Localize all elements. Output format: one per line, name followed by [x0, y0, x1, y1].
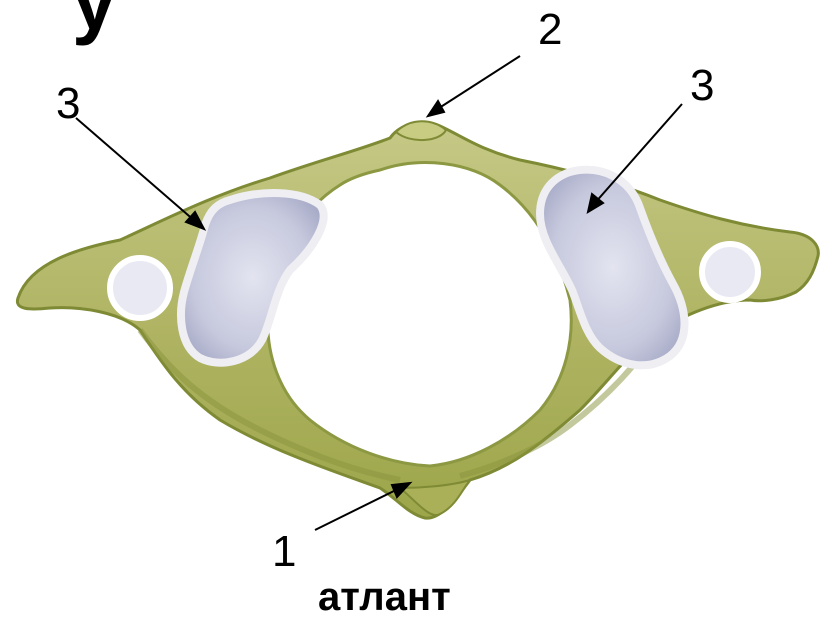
right-transverse-foramen	[702, 244, 758, 300]
left-transverse-foramen	[110, 258, 170, 318]
pointer-3-right	[594, 104, 682, 204]
caption: атлант	[318, 577, 451, 617]
label-3-right: 3	[690, 64, 714, 108]
label-3-left: 3	[56, 82, 80, 126]
label-2: 2	[538, 8, 562, 52]
arrowhead-2	[428, 101, 444, 116]
pointer-2	[436, 56, 520, 110]
label-1: 1	[272, 530, 296, 574]
pointer-3-left	[76, 118, 196, 222]
posterior-tubercle	[396, 121, 446, 140]
pointer-1	[315, 487, 402, 530]
